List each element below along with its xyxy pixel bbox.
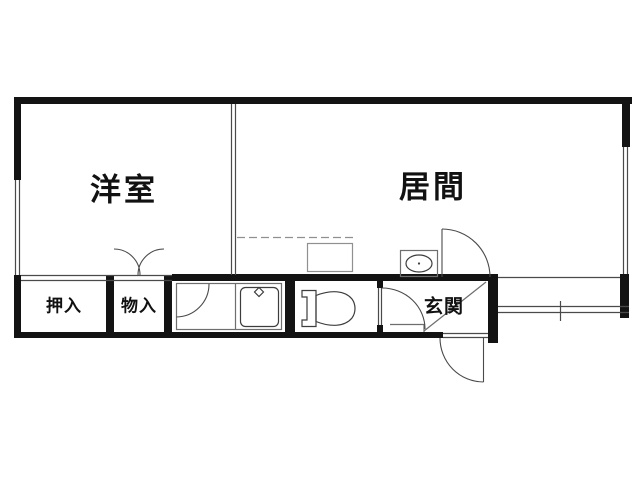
label-western-room: 洋室 xyxy=(90,172,158,209)
bath-unit-box xyxy=(175,282,283,331)
washbasin-drain xyxy=(417,262,421,265)
wall-left-lower xyxy=(14,275,21,338)
fixtures xyxy=(175,249,487,332)
toilet-icon xyxy=(301,289,356,328)
entrance-step-edge xyxy=(390,323,425,332)
porch-area xyxy=(498,277,620,318)
storage-double-door-left-arc xyxy=(113,248,141,276)
window-right xyxy=(622,147,629,274)
entrance-door-arc xyxy=(439,337,484,383)
toilet-door-arc xyxy=(381,287,426,330)
thin-lines xyxy=(14,104,629,339)
kitchen-sink-icon xyxy=(306,242,354,273)
sliding-door-closet-front xyxy=(21,274,172,282)
window-left xyxy=(14,180,21,275)
label-storage: 物入 xyxy=(121,296,157,317)
kitchen-door-arc xyxy=(441,228,491,278)
wall-top xyxy=(14,97,632,104)
wall-left-upper xyxy=(14,97,21,180)
label-living-room: 居間 xyxy=(399,169,467,206)
storage-double-door-right-arc xyxy=(137,248,165,276)
washbasin-bowl xyxy=(405,254,433,273)
entrance-threshold xyxy=(443,332,488,339)
wall-right-lower xyxy=(620,274,629,318)
wall-bottom xyxy=(14,332,443,338)
faucet-diamond-icon xyxy=(253,286,265,298)
wall-bath-toilet xyxy=(285,281,295,332)
bath-door-arc xyxy=(176,283,210,318)
walls xyxy=(14,97,632,343)
entrance-step xyxy=(390,281,487,332)
toilet-bowl xyxy=(315,291,356,326)
label-entrance: 玄関 xyxy=(423,295,465,318)
washbasin-box xyxy=(399,249,439,278)
doors xyxy=(113,228,491,383)
wall-toilet-entrance-top xyxy=(377,281,383,288)
bath-unit xyxy=(175,282,283,331)
wall-storage-bath xyxy=(164,275,172,332)
label-closet: 押入 xyxy=(46,296,82,317)
entrance-diagonal xyxy=(423,281,487,332)
wall-closet-storage xyxy=(106,275,114,332)
wall-row-top xyxy=(172,274,498,281)
kitchen-counter xyxy=(237,236,356,273)
partition-western-living xyxy=(230,104,237,275)
room-bath-area xyxy=(172,281,285,332)
wall-toilet-entrance-bottom xyxy=(377,325,383,338)
toilet-tank xyxy=(301,289,317,328)
washbasin-icon xyxy=(399,249,439,278)
wall-entrance-right xyxy=(488,274,498,343)
porch-rail xyxy=(498,305,629,314)
wall-right-upper xyxy=(622,97,630,147)
toilet-door-closed xyxy=(377,288,383,325)
